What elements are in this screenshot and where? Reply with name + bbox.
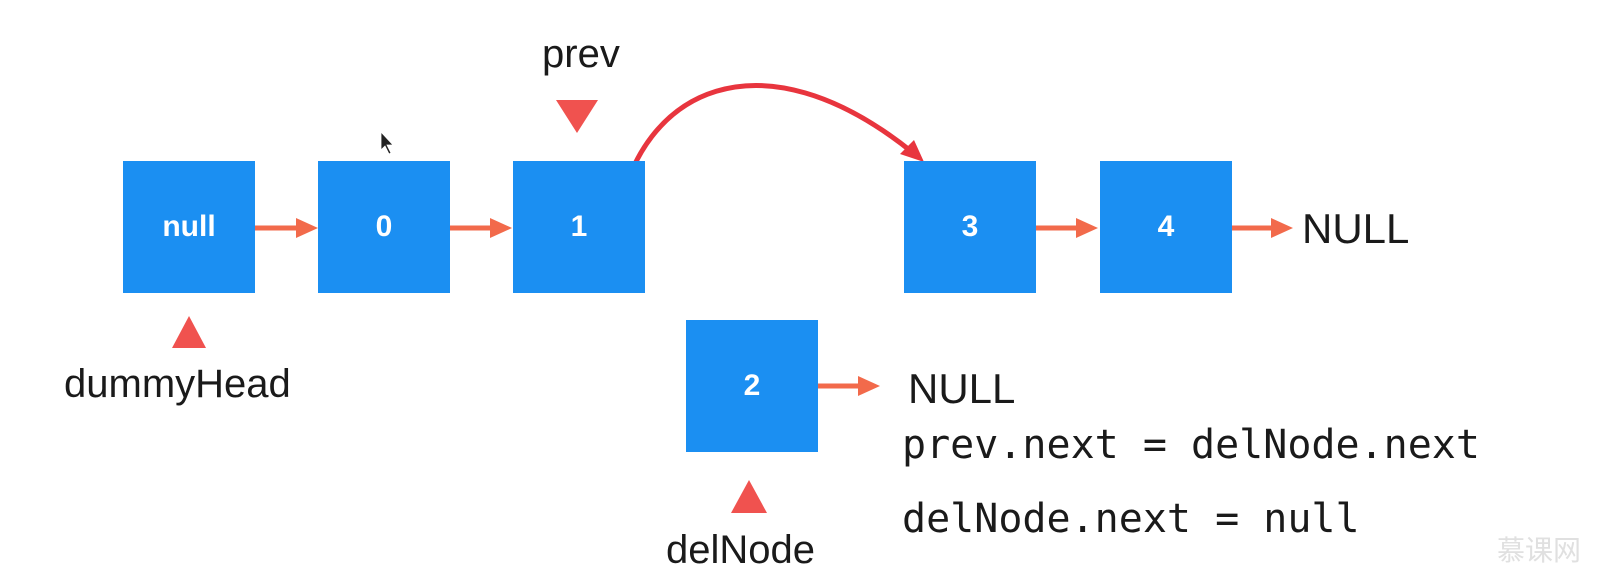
del-node-label: delNode (666, 528, 816, 572)
dummy-head-label: dummyHead (64, 362, 291, 406)
code-line-relink: prev.next = delNode.next (902, 422, 1480, 468)
node-value: 0 (375, 210, 393, 243)
node-value: 2 (743, 369, 761, 402)
node-value: null (162, 210, 216, 243)
node-3: 3 (904, 161, 1036, 293)
node-4: 4 (1100, 161, 1232, 293)
code-line-detach: delNode.next = null (902, 496, 1360, 542)
relink-arrow-1-to-3 (615, 83, 924, 219)
node-2-deleted: 2 (686, 320, 818, 452)
node-1: 1 (513, 161, 645, 293)
prev-pointer-triangle (556, 100, 598, 133)
node-value: 1 (570, 210, 588, 243)
delnode-pointer-triangle (731, 480, 767, 513)
dummyhead-pointer-triangle (172, 316, 206, 348)
node-value: 4 (1157, 210, 1175, 243)
null-terminal-main: NULL (1302, 205, 1410, 252)
node-value: 3 (961, 210, 979, 243)
cursor-icon (380, 130, 394, 155)
watermark-logo: 慕课网 (1496, 534, 1581, 567)
prev-label: prev (542, 32, 620, 76)
node-0: 0 (318, 161, 450, 293)
node-dummy-head: null (123, 161, 255, 293)
null-terminal-del: NULL (908, 365, 1016, 412)
